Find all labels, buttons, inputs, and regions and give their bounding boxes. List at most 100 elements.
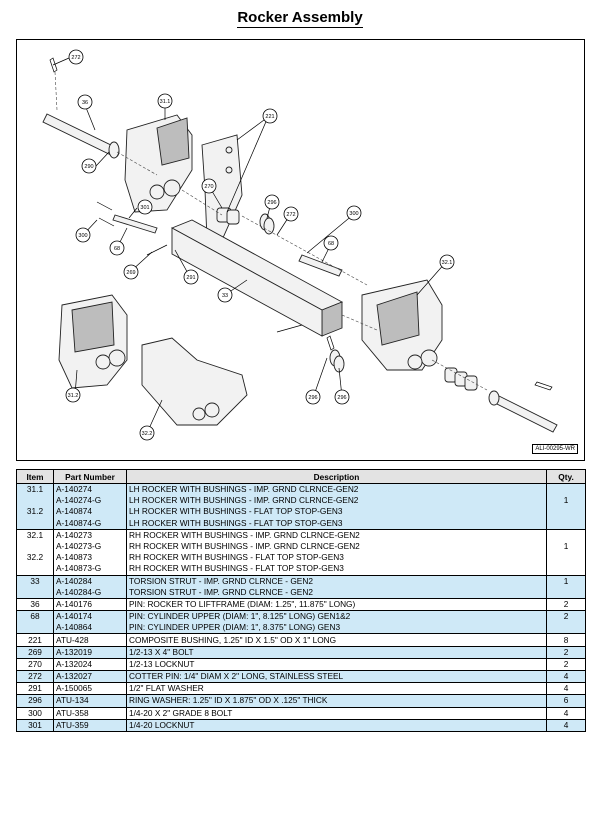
svg-text:221: 221 <box>265 114 274 120</box>
callout-296-a: 296 <box>264 194 280 210</box>
description-cell: RH ROCKER WITH BUSHINGS - IMP. GRND CLRN… <box>126 528 547 541</box>
part-number-cell: A-132019 <box>53 645 127 659</box>
part-number-cell: A-140273-G <box>53 540 127 553</box>
part-number-cell: A-140873 <box>53 552 127 564</box>
part-number-cell: A-140873-G <box>53 563 127 575</box>
description-cell: 1/4-20 LOCKNUT <box>126 718 547 732</box>
qty-cell: 4 <box>546 669 586 683</box>
exploded-diagram: 272 36 31.1 290 221 270 301 300 68 269 2… <box>16 39 585 461</box>
callout-32-2: 32.2 <box>139 425 155 441</box>
item-cell: 68 <box>16 610 54 623</box>
header-item: Item <box>16 469 54 484</box>
svg-text:68: 68 <box>328 241 334 247</box>
qty-cell <box>546 506 586 518</box>
svg-text:272: 272 <box>71 55 80 61</box>
cotter-pin-top <box>49 57 58 73</box>
part-number-cell: A-132027 <box>53 669 127 683</box>
pin-68-left <box>112 214 158 234</box>
svg-text:33: 33 <box>222 293 228 299</box>
item-cell <box>16 622 54 634</box>
callout-270: 270 <box>201 178 217 194</box>
description-cell: RH ROCKER WITH BUSHINGS - FLAT TOP STOP-… <box>126 552 547 564</box>
svg-text:269: 269 <box>126 270 135 276</box>
item-cell <box>16 563 54 575</box>
qty-cell <box>546 563 586 575</box>
part-number-cell: A-140874-G <box>53 517 127 530</box>
callout-68-b: 68 <box>323 235 339 251</box>
callout-296-b: 296 <box>334 389 350 405</box>
svg-text:290: 290 <box>84 164 93 170</box>
part-number-cell: A-140874 <box>53 506 127 518</box>
callout-68-a: 68 <box>109 240 125 256</box>
svg-text:301: 301 <box>140 205 149 211</box>
bushings-221-right <box>444 367 478 391</box>
qty-cell: 6 <box>546 694 586 708</box>
part-number-cell: ATU-358 <box>53 706 127 720</box>
description-cell: COMPOSITE BUSHING, 1.25" ID X 1.5" OD X … <box>126 633 547 647</box>
description-cell: LH ROCKER WITH BUSHINGS - IMP. GRND CLRN… <box>126 483 547 496</box>
item-cell: 36 <box>16 597 54 611</box>
part-number-cell: A-140174 <box>53 610 127 623</box>
svg-text:300: 300 <box>78 233 87 239</box>
page-title: Rocker Assembly <box>237 9 363 28</box>
qty-cell <box>546 517 586 530</box>
header-qty: Qty. <box>546 469 586 484</box>
callout-290: 290 <box>81 158 97 174</box>
qty-cell: 2 <box>546 645 586 659</box>
description-cell: TORSION STRUT - IMP. GRND CLRNCE - GEN2 <box>126 574 547 587</box>
item-cell: 32.2 <box>16 552 54 564</box>
svg-text:36: 36 <box>82 100 88 106</box>
description-cell: RH ROCKER WITH BUSHINGS - FLAT TOP STOP-… <box>126 563 547 575</box>
part-number-cell: A-140176 <box>53 597 127 611</box>
item-cell: 270 <box>16 657 54 671</box>
item-cell: 272 <box>16 669 54 683</box>
svg-text:300: 300 <box>349 211 358 217</box>
drawing-number: ALI-00295-WR <box>532 444 578 454</box>
callout-32-1: 32.1 <box>439 254 455 270</box>
lh-rocker-top <box>124 114 193 213</box>
part-number-cell: A-140274 <box>53 483 127 496</box>
callout-301: 301 <box>137 199 153 215</box>
part-number-cell: A-150065 <box>53 682 127 695</box>
callout-36: 36 <box>77 94 93 110</box>
qty-cell <box>546 552 586 564</box>
callout-272-a: 272 <box>68 49 84 65</box>
description-cell: LH ROCKER WITH BUSHINGS - IMP. GRND CLRN… <box>126 495 547 507</box>
item-cell: 300 <box>16 706 54 720</box>
svg-text:296: 296 <box>267 200 276 206</box>
rh-rocker-32-1 <box>361 279 443 371</box>
svg-text:31.1: 31.1 <box>160 99 171 105</box>
item-cell: 301 <box>16 718 54 732</box>
description-cell: LH ROCKER WITH BUSHINGS - FLAT TOP STOP-… <box>126 517 547 530</box>
part-number-cell: A-140864 <box>53 622 127 634</box>
qty-cell <box>546 622 586 634</box>
description-cell: PIN: CYLINDER UPPER (DIAM: 1", 8.125" LO… <box>126 610 547 623</box>
part-number-cell: A-140284 <box>53 574 127 587</box>
description-cell: PIN: CYLINDER UPPER (DIAM: 1", 8.375" LO… <box>126 622 547 634</box>
item-cell <box>16 586 54 599</box>
part-number-cell: A-140284-G <box>53 586 127 599</box>
description-cell: 1/4-20 X 2" GRADE 8 BOLT <box>126 706 547 720</box>
item-cell: 221 <box>16 633 54 647</box>
qty-cell <box>546 586 586 599</box>
item-cell <box>16 495 54 507</box>
torsion-strut-33 <box>170 219 344 337</box>
description-cell: 1/2" FLAT WASHER <box>126 682 547 695</box>
qty-cell <box>546 528 586 541</box>
qty-cell: 2 <box>546 610 586 623</box>
item-cell <box>16 517 54 530</box>
callout-291: 291 <box>183 269 199 285</box>
